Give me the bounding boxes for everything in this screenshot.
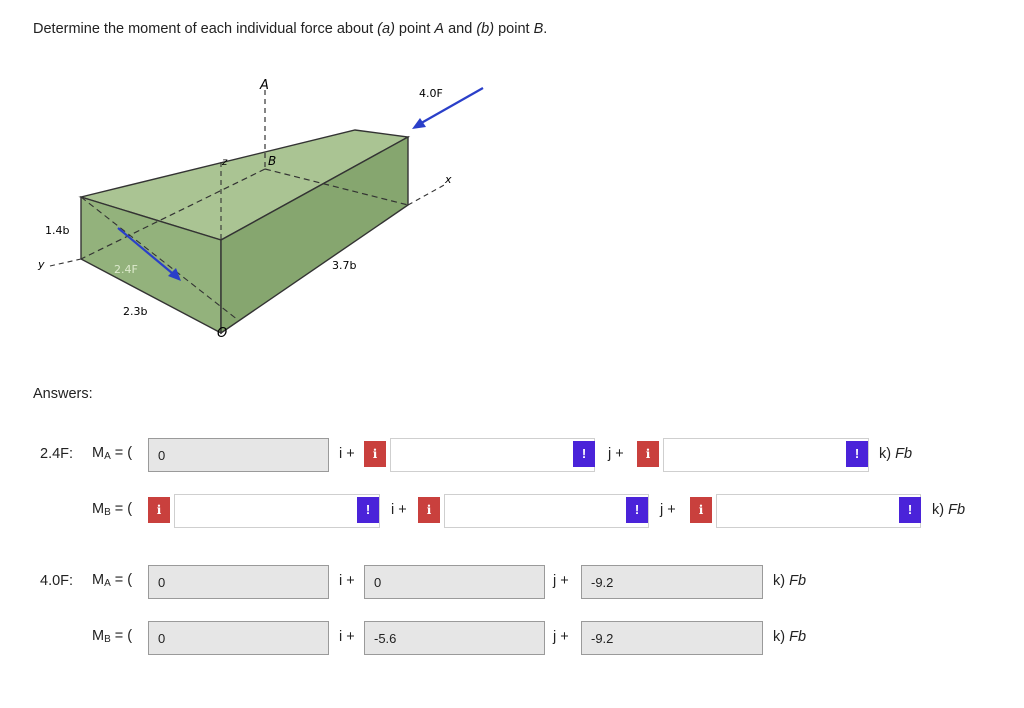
mb-4f-j-field[interactable]: -5.6 (364, 621, 545, 655)
j-unit: j + (608, 446, 624, 462)
force-4f-arrowhead (412, 118, 426, 129)
force-line-2p4f (80, 196, 239, 321)
i-unit: i + (391, 502, 407, 518)
i-unit: i + (339, 446, 355, 462)
ma-4f-i-field[interactable]: 0 (148, 565, 329, 599)
force-2p4f-arrow (117, 227, 179, 279)
ma-2p4f-i-field[interactable]: 0 (148, 438, 329, 472)
info-icon[interactable]: i (637, 441, 659, 467)
mb-4f-k-field[interactable]: -9.2 (581, 621, 763, 655)
mb-2p4f-i-field[interactable] (174, 494, 380, 528)
mb-2p4f-j-field[interactable] (444, 494, 649, 528)
force-label-2p4f: 2.4F: (40, 446, 74, 462)
label-force-4f: 4.0F (419, 87, 443, 100)
j-unit: j + (660, 502, 676, 518)
force-2p4f-arrowhead (168, 268, 181, 281)
label-y: y (37, 258, 45, 271)
x-axis (407, 183, 447, 206)
warning-icon[interactable]: ! (846, 441, 868, 467)
dim-width: 2.3b (123, 305, 147, 318)
j-unit: j + (553, 629, 569, 645)
label-z: z (221, 157, 228, 168)
warning-icon[interactable]: ! (626, 497, 648, 523)
warning-icon[interactable]: ! (357, 497, 379, 523)
label-o: O (217, 326, 227, 341)
info-icon[interactable]: i (364, 441, 386, 467)
k-unit: k) Fb (773, 629, 807, 645)
j-unit: j + (553, 573, 569, 589)
k-unit: k) Fb (773, 573, 807, 589)
dim-height: 1.4b (45, 224, 69, 237)
hidden-edge (80, 168, 266, 260)
y-axis (49, 258, 82, 267)
hidden-edge (264, 168, 409, 206)
dim-length: 3.7b (332, 259, 356, 272)
ma-4f-j-field[interactable]: 0 (364, 565, 545, 599)
label-a: A (259, 78, 269, 93)
mb-2p4f-k-field[interactable] (716, 494, 921, 528)
mb-4f-i-field[interactable]: 0 (148, 621, 329, 655)
warning-icon[interactable]: ! (899, 497, 921, 523)
label-x: x (444, 173, 452, 186)
i-unit: i + (339, 573, 355, 589)
k-unit: k) Fb (879, 446, 913, 462)
box-diagram: A B z x y O 2.4F 4.0F 1.4b 2.3b 3.7b (37, 78, 484, 341)
info-icon[interactable]: i (418, 497, 440, 523)
force-label-4f: 4.0F: (40, 573, 74, 589)
moment-label-mb: MB = ( (92, 501, 133, 518)
ma-2p4f-j-field[interactable] (390, 438, 595, 472)
moment-label-mb: MB = ( (92, 628, 133, 645)
info-icon[interactable]: i (148, 497, 170, 523)
answers-heading: Answers: (33, 386, 93, 402)
moment-label-ma: MA = ( (92, 445, 133, 462)
force-4f-arrow (415, 87, 484, 127)
label-b: B (268, 154, 276, 168)
info-icon[interactable]: i (690, 497, 712, 523)
ma-4f-k-field[interactable]: -9.2 (581, 565, 763, 599)
warning-icon[interactable]: ! (573, 441, 595, 467)
k-unit: k) Fb (932, 502, 966, 518)
question-text: Determine the moment of each individual … (33, 21, 548, 37)
ma-2p4f-k-field[interactable] (663, 438, 869, 472)
moment-label-ma: MA = ( (92, 572, 133, 589)
label-force-2p4f: 2.4F (114, 263, 138, 276)
i-unit: i + (339, 629, 355, 645)
